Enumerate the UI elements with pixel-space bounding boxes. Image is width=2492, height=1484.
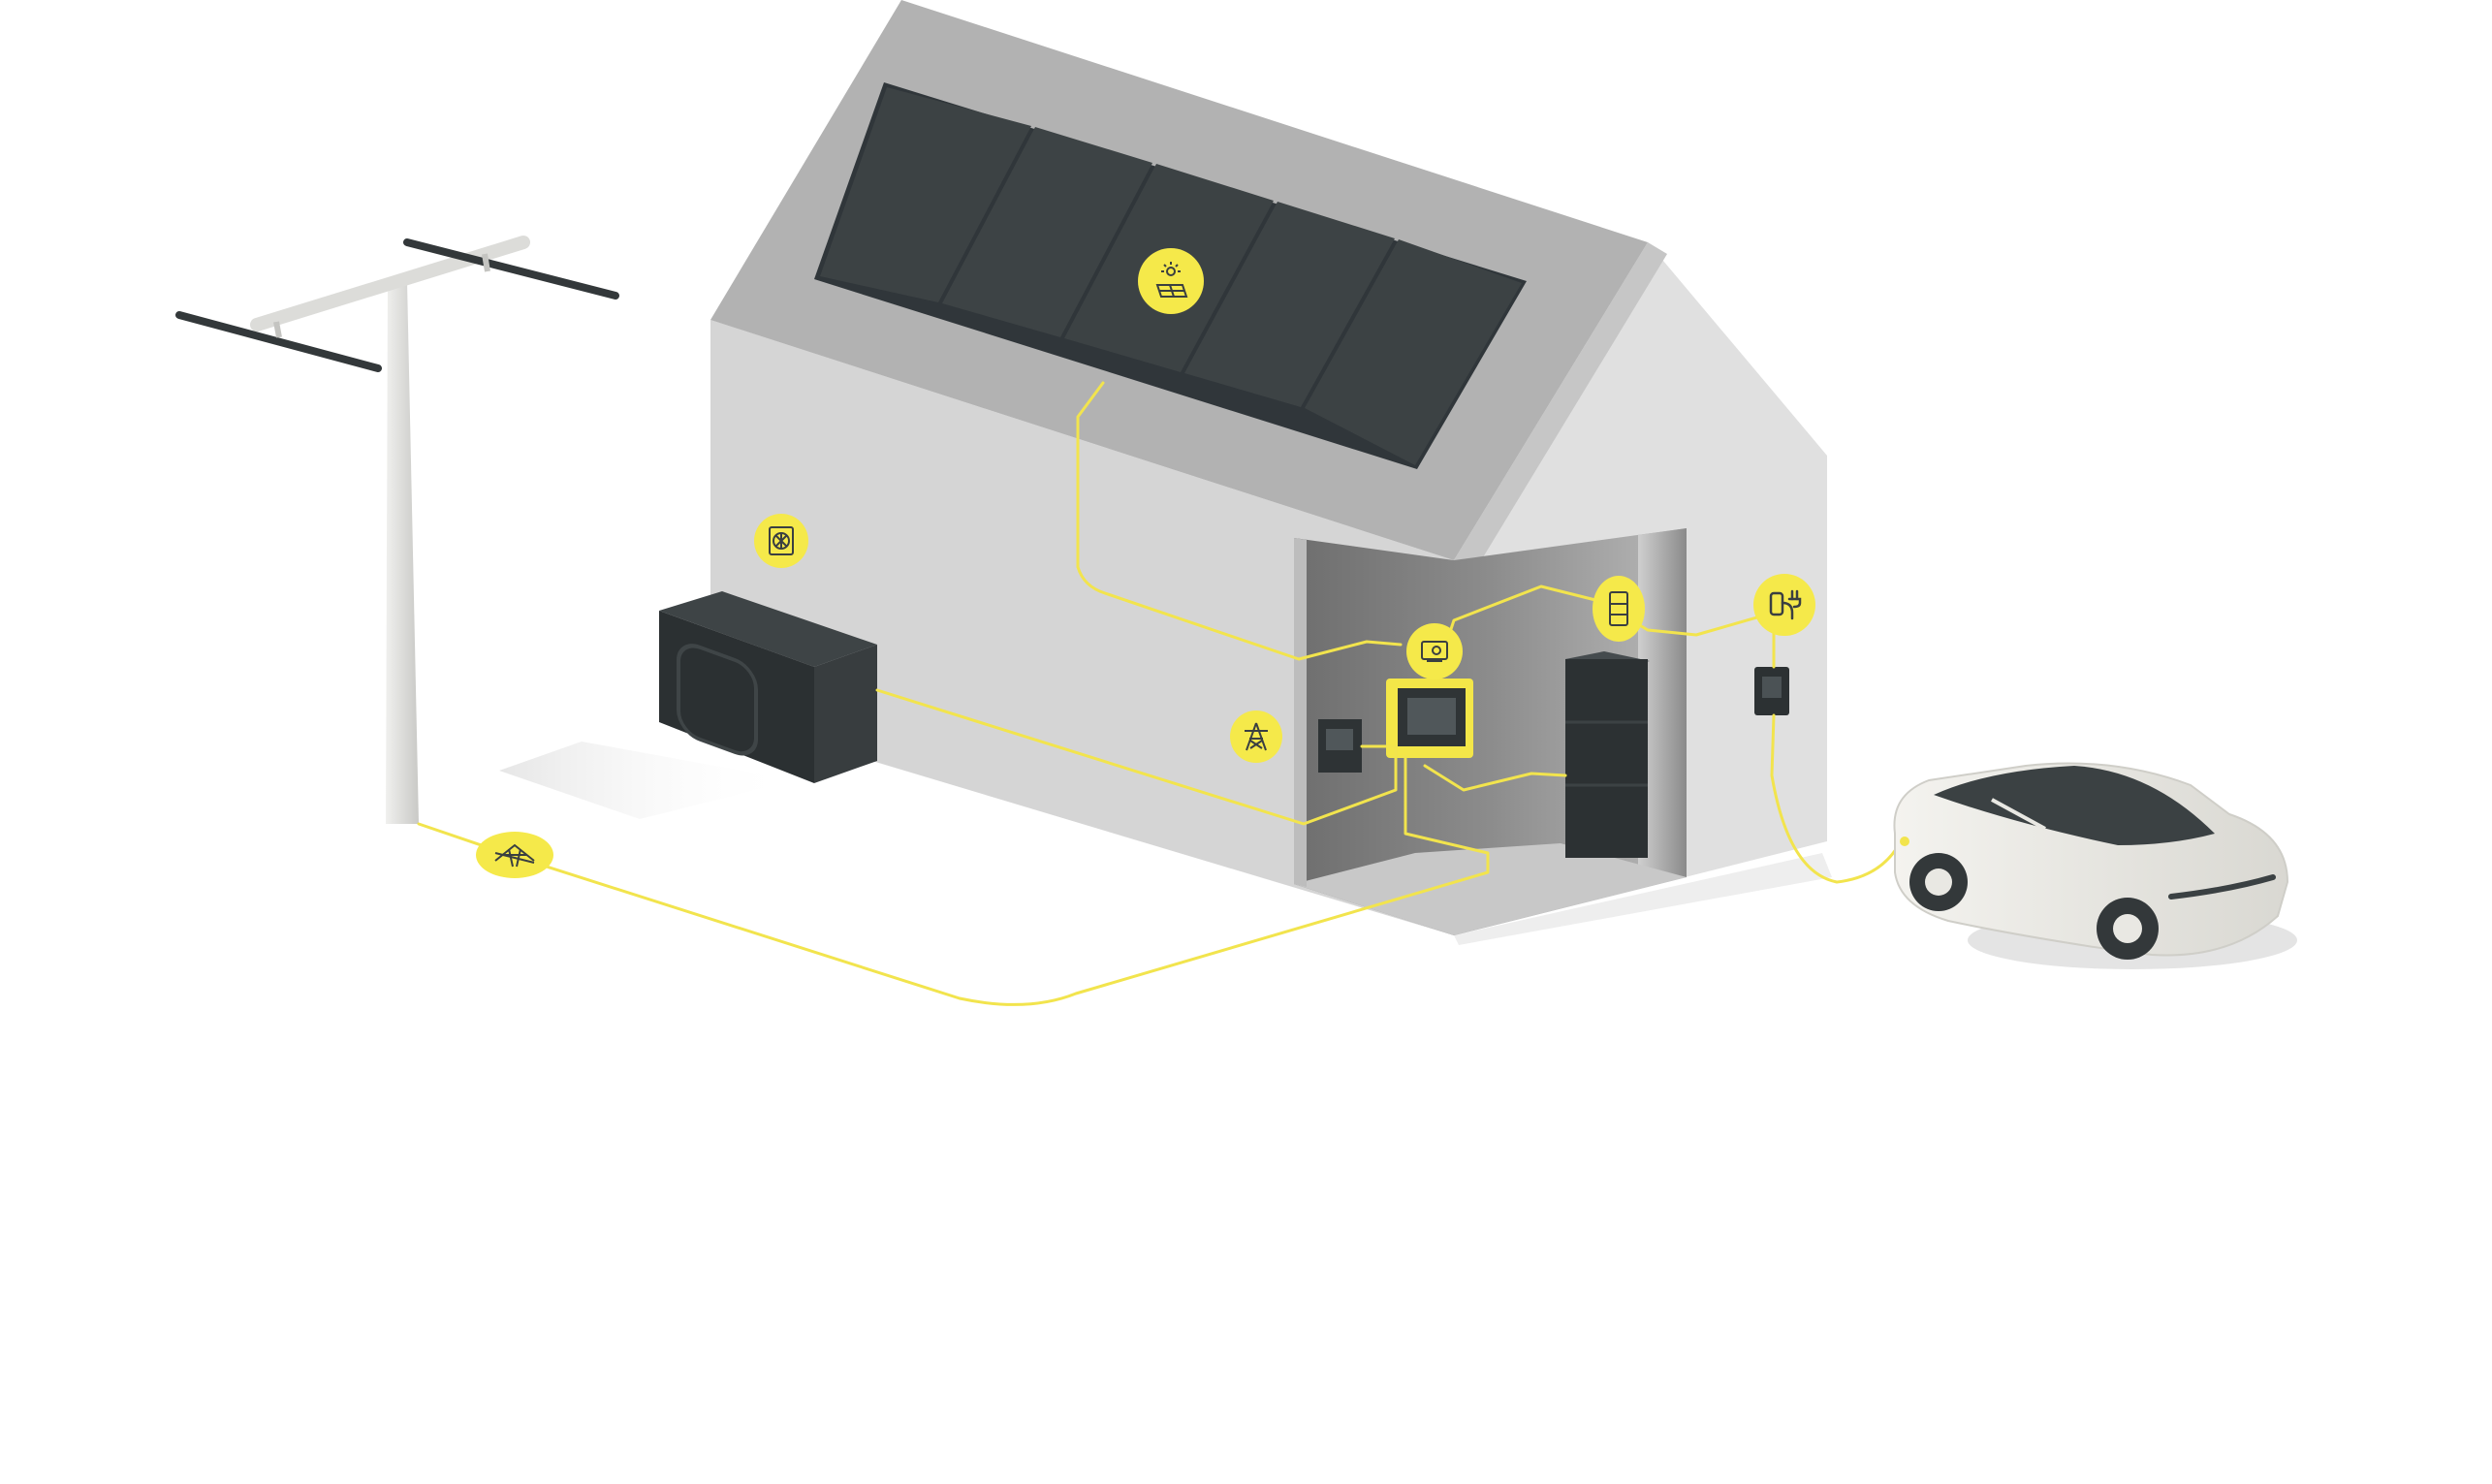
wallbox-hub[interactable] [1753, 574, 1815, 636]
home-battery-storage [1565, 651, 1650, 858]
energy-manager-device [1386, 679, 1473, 758]
technical-room-left-edge [1294, 538, 1307, 887]
solar-hub[interactable] [1138, 248, 1204, 314]
utility-pole [179, 242, 615, 824]
car-charge-port [1900, 837, 1909, 846]
grid-connection-hub[interactable] [476, 832, 553, 878]
grid-meter-hub[interactable] [1230, 710, 1282, 763]
wallbox-charger [1754, 667, 1789, 715]
electric-car [1894, 764, 2287, 961]
heat-pump-hub[interactable] [754, 514, 808, 568]
battery-storage-hub[interactable] [1593, 576, 1645, 642]
energy-manager-hub[interactable] [1406, 623, 1463, 679]
heat-pump-side [814, 645, 877, 783]
grid-meter-cabinet [1318, 719, 1362, 773]
